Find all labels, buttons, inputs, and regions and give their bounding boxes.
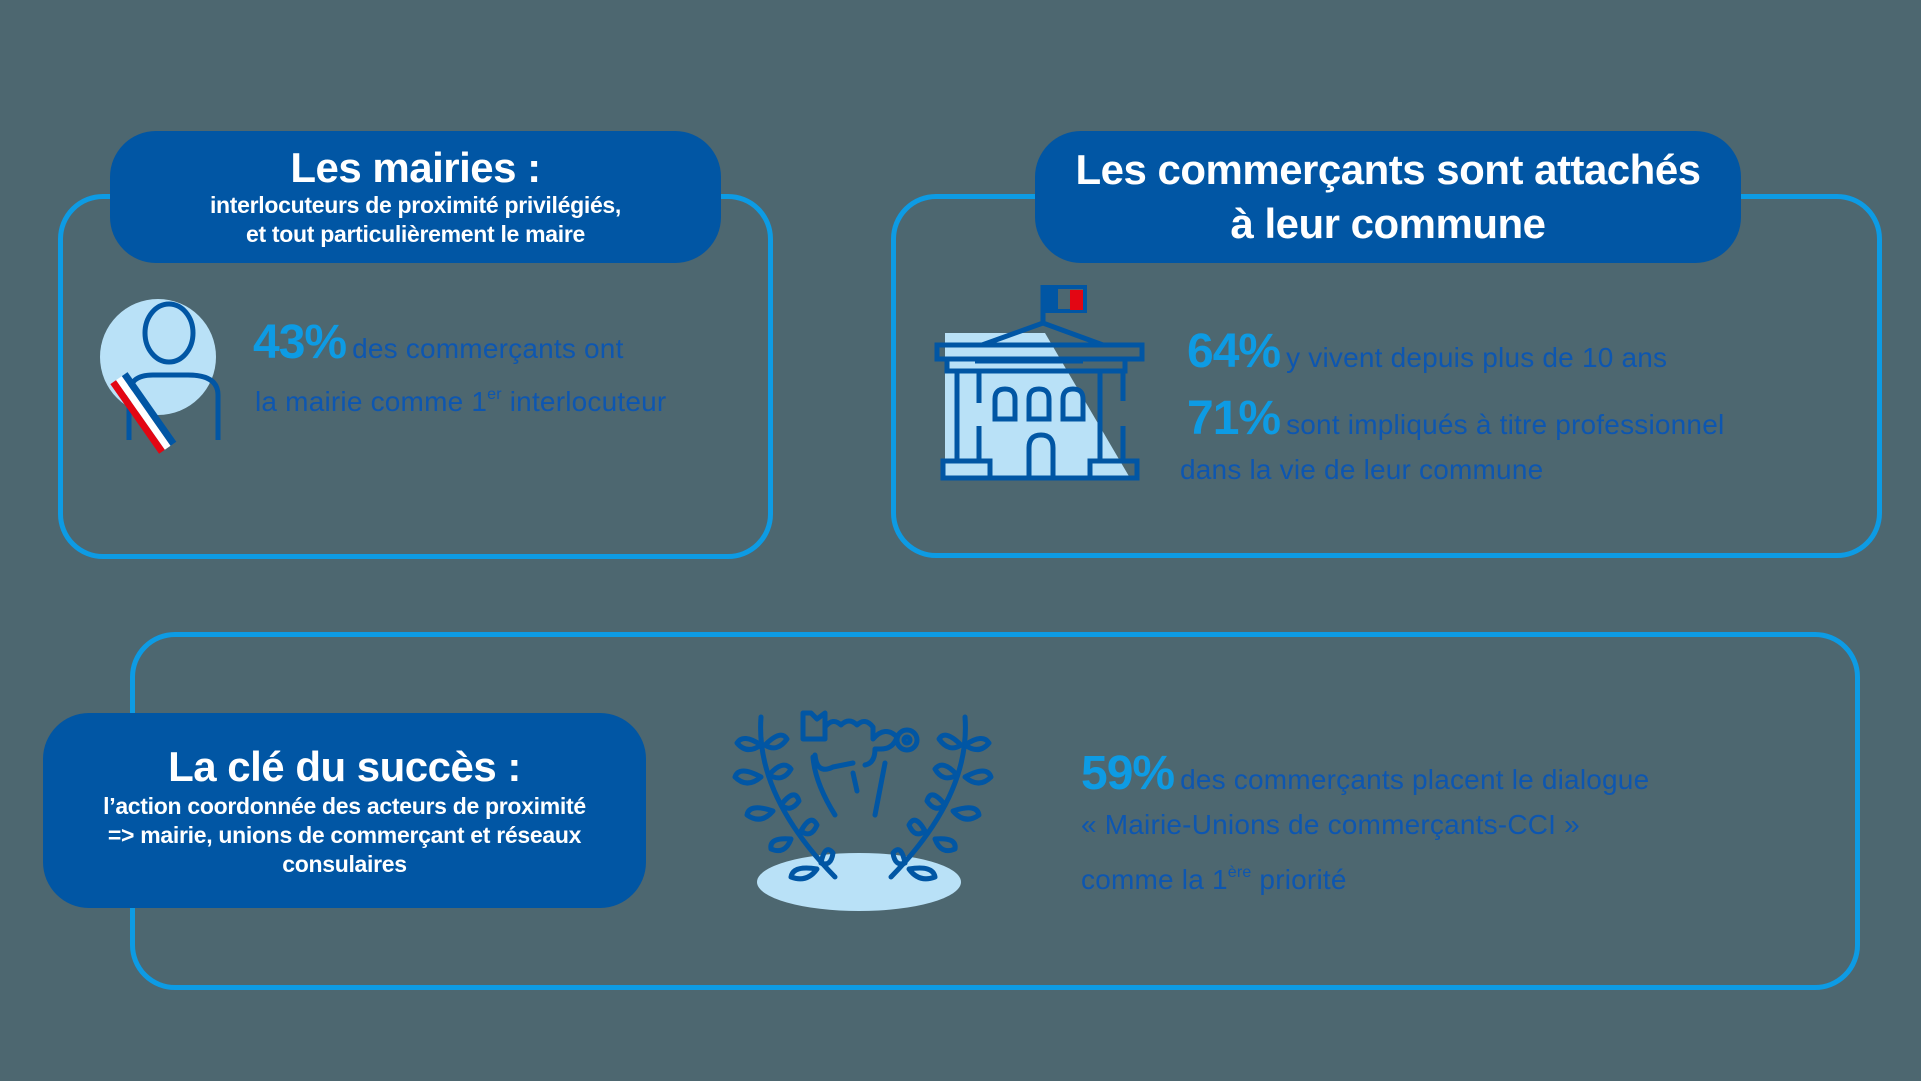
card-commune-header: Les commerçants sont attachés à leur com… xyxy=(1035,131,1741,263)
mayor-sash-icon xyxy=(100,299,221,454)
card-commune-title-1: Les commerçants sont attachés xyxy=(1075,146,1701,193)
fist-laurel-icon xyxy=(732,710,994,911)
stat-71-line2: dans la vie de leur commune xyxy=(1180,453,1543,487)
stat-59-text-3b: priorité xyxy=(1251,864,1347,895)
stat-59-line2: « Mairie-Unions de commerçants-CCI » xyxy=(1081,808,1580,842)
card-mairies-header: Les mairies : interlocuteurs de proximit… xyxy=(110,131,721,263)
stat-43-text-2b: interlocuteur xyxy=(501,386,667,417)
stat-43-text-1: des commerçants ont xyxy=(352,333,624,364)
card-succes-subtitle-2: => mairie, unions de commerçant et résea… xyxy=(107,822,582,848)
card-succes-header: La clé du succès : l’action coordonnée d… xyxy=(43,713,646,908)
stat-43-text-2a: la mairie comme 1 xyxy=(255,386,488,417)
card-succes-subtitle-3: consulaires xyxy=(282,851,407,877)
stat-71-text: sont impliqués à titre professionnel xyxy=(1286,409,1725,440)
stat-59-text-2: « Mairie-Unions de commerçants-CCI » xyxy=(1081,809,1580,840)
stat-59-text-3sup: ère xyxy=(1227,864,1252,881)
card-succes-subtitle-1: l’action coordonnée des acteurs de proxi… xyxy=(103,793,586,819)
stat-59-text-1: des commerçants placent le dialogue xyxy=(1180,764,1650,795)
stat-59-text-3a: comme la 1 xyxy=(1081,864,1228,895)
stat-71-text-2: dans la vie de leur commune xyxy=(1180,454,1544,485)
stat-71-value: 71% xyxy=(1187,392,1281,445)
stat-59-line3: comme la 1ère priorité xyxy=(1081,856,1347,897)
card-mairies-title: Les mairies : xyxy=(290,144,541,191)
stat-64-text: y vivent depuis plus de 10 ans xyxy=(1286,342,1668,373)
stat-64: 64%y vivent depuis plus de 10 ans xyxy=(1187,327,1667,383)
stat-64-value: 64% xyxy=(1187,325,1281,378)
card-mairies-subtitle-1: interlocuteurs de proximité privilégiés, xyxy=(209,192,622,218)
card-mairies-subtitle-2: et tout particulièrement le maire xyxy=(245,221,586,247)
stat-71: 71%sont impliqués à titre professionnel xyxy=(1187,394,1724,450)
stat-43-line2: la mairie comme 1er interlocuteur xyxy=(255,378,666,419)
card-succes-title: La clé du succès : xyxy=(168,743,521,790)
card-commune-title-2: à leur commune xyxy=(1230,200,1546,247)
stat-43-text-2sup: er xyxy=(487,386,502,403)
stat-59: 59%des commerçants placent le dialogue xyxy=(1081,749,1649,805)
stat-43-value: 43% xyxy=(253,316,347,369)
stat-59-value: 59% xyxy=(1081,747,1175,800)
stat-43: 43%des commerçants ont xyxy=(253,318,624,374)
town-hall-icon xyxy=(934,285,1145,481)
